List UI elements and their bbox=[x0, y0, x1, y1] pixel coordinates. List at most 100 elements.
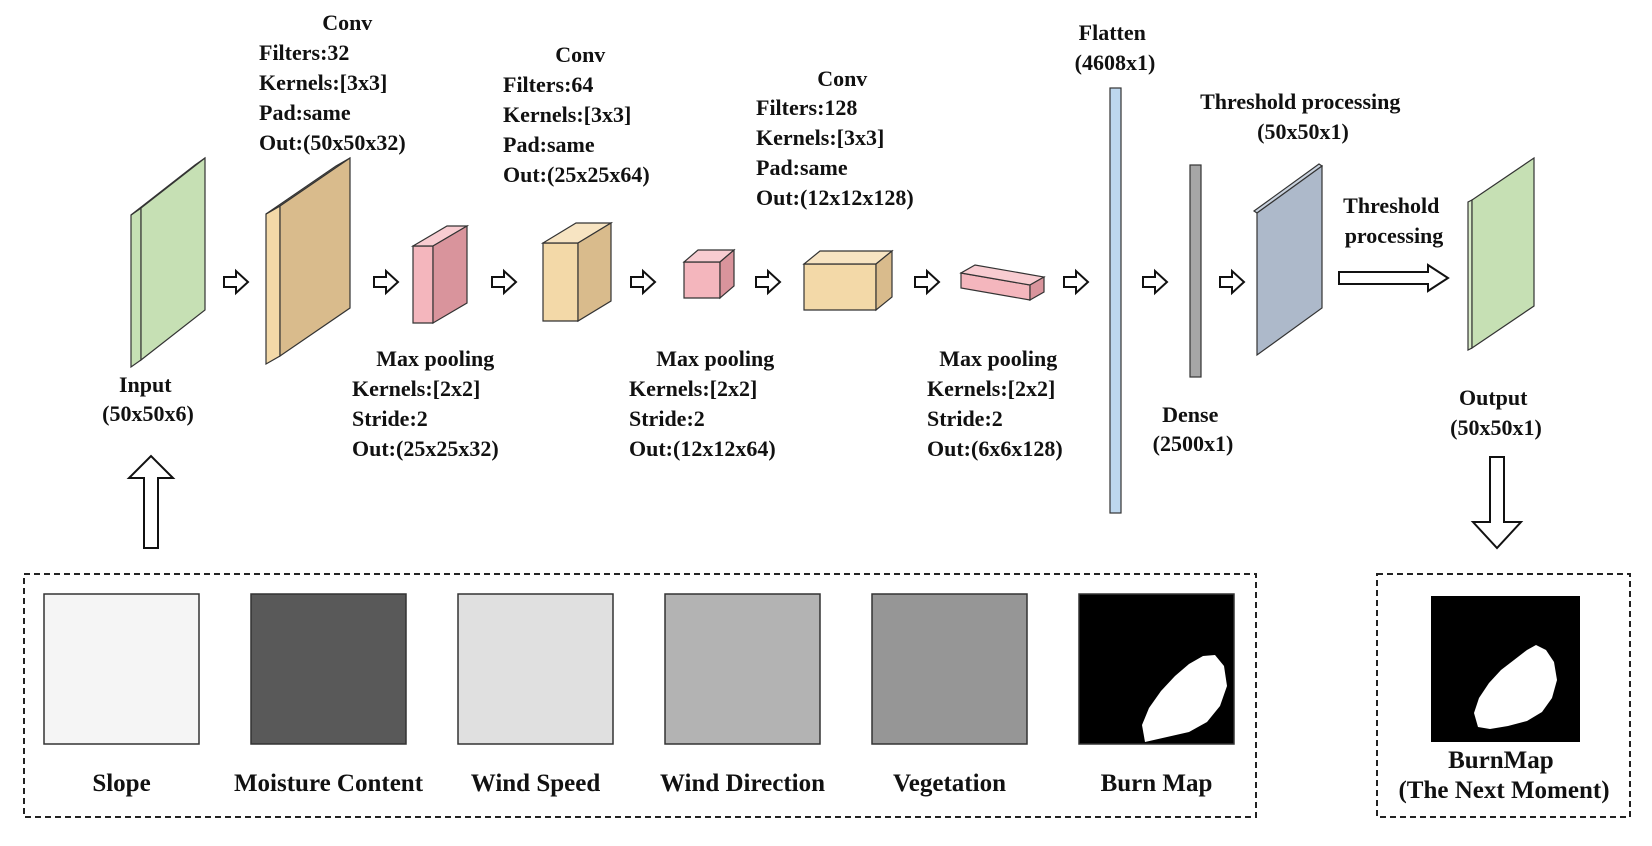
wind-direction-map-image bbox=[664, 593, 821, 745]
pool3-label-line-4: Out:(6x6x128) bbox=[927, 436, 1063, 461]
pool2-label-line-3: Stride:2 bbox=[629, 406, 705, 431]
dense-layer bbox=[1189, 164, 1202, 378]
burn-map-burn-area bbox=[1142, 655, 1227, 742]
pool2-layer-side bbox=[719, 248, 735, 300]
flow-arrow-5 bbox=[755, 268, 782, 296]
pool3-layer-side bbox=[1029, 275, 1045, 302]
pool1-label-line-1: Max pooling bbox=[376, 346, 494, 371]
flow-arrow-7 bbox=[1063, 268, 1090, 296]
conv3-layer-front bbox=[803, 263, 877, 311]
pool2-label-line-1: Max pooling bbox=[656, 346, 774, 371]
flow-arrow-6 bbox=[914, 268, 941, 296]
conv1-label-line-3: Kernels:[3x3] bbox=[259, 70, 387, 95]
pool1-layer-side bbox=[432, 224, 468, 325]
conv2-layer bbox=[540, 221, 614, 323]
conv1-layer-front bbox=[265, 204, 281, 366]
conv2-layer-side bbox=[577, 221, 612, 323]
flatten-label-line-2: (4608x1) bbox=[1075, 50, 1156, 75]
input-maps-panel bbox=[23, 573, 1257, 818]
threshold-layer-front bbox=[1256, 164, 1323, 357]
threshold-arrow-label-line-2: processing bbox=[1345, 223, 1444, 248]
conv1-label-line-4: Pad:same bbox=[259, 100, 351, 125]
output-label: Output (50x50x1) bbox=[1450, 385, 1542, 440]
slope-map-label: Slope bbox=[92, 770, 150, 797]
pool2-label-line-2: Kernels:[2x2] bbox=[629, 376, 757, 401]
conv2-layer-front bbox=[542, 242, 579, 322]
input-label: Input (50x50x6) bbox=[102, 372, 194, 426]
slope-map-image bbox=[43, 593, 200, 745]
conv2-label-line-3: Kernels:[3x3] bbox=[503, 102, 631, 127]
pool3-label-line-1: Max pooling bbox=[939, 346, 1057, 371]
output-label-line-1: Output bbox=[1459, 385, 1528, 410]
pool2-label: Max pooling Kernels:[2x2] Stride:2 Out:(… bbox=[629, 346, 780, 461]
flow-arrow-2 bbox=[373, 268, 400, 296]
pool1-layer bbox=[410, 224, 470, 325]
pool1-layer-front bbox=[412, 245, 434, 324]
pool1-label-line-3: Stride:2 bbox=[352, 406, 428, 431]
flow-arrows bbox=[223, 268, 1246, 296]
output-down-arrow bbox=[1470, 456, 1524, 550]
pool3-label-line-2: Kernels:[2x2] bbox=[927, 376, 1055, 401]
pool1-label: Max pooling Kernels:[2x2] Stride:2 Out:(… bbox=[352, 346, 500, 461]
conv3-label-line-1: Conv bbox=[817, 66, 867, 91]
pool2-layer bbox=[682, 248, 736, 300]
conv2-label-line-4: Pad:same bbox=[503, 132, 595, 157]
output-map-label-line-1: BurnMap bbox=[1448, 747, 1554, 774]
threshold-layer bbox=[1252, 163, 1324, 357]
flatten-label: Flatten (4608x1) bbox=[1075, 20, 1156, 75]
vegetation-map-image bbox=[871, 593, 1028, 745]
conv3-layer-side bbox=[875, 249, 893, 312]
conv2-label-line-2: Filters:64 bbox=[503, 72, 593, 97]
conv3-label-line-5: Out:(12x12x128) bbox=[756, 185, 914, 210]
conv3-label-line-2: Filters:128 bbox=[756, 95, 857, 120]
conv2-label: Conv Filters:64 Kernels:[3x3] Pad:same O… bbox=[503, 42, 650, 187]
moisture-content-map-image bbox=[250, 593, 407, 745]
burn-map-map-label: Burn Map bbox=[1101, 770, 1213, 797]
flatten-layer bbox=[1109, 87, 1122, 514]
input-label-line-2: (50x50x6) bbox=[102, 401, 194, 426]
flow-arrow-3 bbox=[491, 268, 518, 296]
pool1-label-line-2: Kernels:[2x2] bbox=[352, 376, 480, 401]
output-layer-front bbox=[1471, 156, 1535, 350]
wind-speed-map-image bbox=[457, 593, 614, 745]
conv1-label: Conv Filters:32 Kernels:[3x3] Pad:same O… bbox=[259, 10, 406, 155]
threshold-layer-label-line-1: Threshold processing bbox=[1200, 89, 1400, 114]
threshold-layer-label-line-2: (50x50x1) bbox=[1257, 119, 1349, 144]
output-layer bbox=[1467, 156, 1535, 351]
conv3-label-line-3: Kernels:[3x3] bbox=[756, 125, 884, 150]
input-up-arrow bbox=[126, 454, 176, 549]
dense-label-line-1: Dense bbox=[1162, 402, 1218, 427]
flow-arrow-1 bbox=[223, 268, 250, 296]
pool2-label-line-4: Out:(12x12x64) bbox=[629, 436, 776, 461]
input-layer-side bbox=[140, 156, 206, 362]
dense-label: Dense (2500x1) bbox=[1153, 402, 1234, 456]
wind-speed-map-label: Wind Speed bbox=[471, 770, 601, 797]
conv1-label-line-2: Filters:32 bbox=[259, 40, 349, 65]
output-label-line-2: (50x50x1) bbox=[1450, 415, 1542, 440]
pool1-label-line-4: Out:(25x25x32) bbox=[352, 436, 499, 461]
output-map-panel bbox=[1376, 573, 1631, 818]
conv1-label-line-1: Conv bbox=[322, 10, 372, 35]
input-layer bbox=[130, 156, 206, 369]
output-map-label-line-2: (The Next Moment) bbox=[1398, 777, 1609, 804]
conv2-label-line-1: Conv bbox=[555, 42, 605, 67]
vegetation-map-label: Vegetation bbox=[893, 770, 1006, 797]
pool3-layer bbox=[959, 264, 1046, 302]
flow-arrow-8 bbox=[1142, 268, 1169, 296]
threshold-arrow-label-line-1: Threshold bbox=[1343, 193, 1439, 218]
input-layer-front bbox=[130, 206, 142, 369]
flow-arrow-4 bbox=[630, 268, 657, 296]
conv1-label-line-5: Out:(50x50x32) bbox=[259, 130, 406, 155]
input-label-line-1: Input bbox=[119, 372, 172, 397]
threshold-arrow-label: Threshold processing bbox=[1343, 193, 1445, 248]
flatten-label-line-1: Flatten bbox=[1079, 20, 1146, 45]
conv3-layer bbox=[802, 249, 894, 312]
pool2-layer-front bbox=[683, 261, 721, 299]
moisture-content-map-label: Moisture Content bbox=[234, 770, 424, 797]
output-map-label: BurnMap (The Next Moment) bbox=[1398, 747, 1609, 804]
dense-label-line-2: (2500x1) bbox=[1153, 431, 1234, 456]
conv3-label-line-4: Pad:same bbox=[756, 155, 848, 180]
pool3-label: Max pooling Kernels:[2x2] Stride:2 Out:(… bbox=[927, 346, 1063, 461]
